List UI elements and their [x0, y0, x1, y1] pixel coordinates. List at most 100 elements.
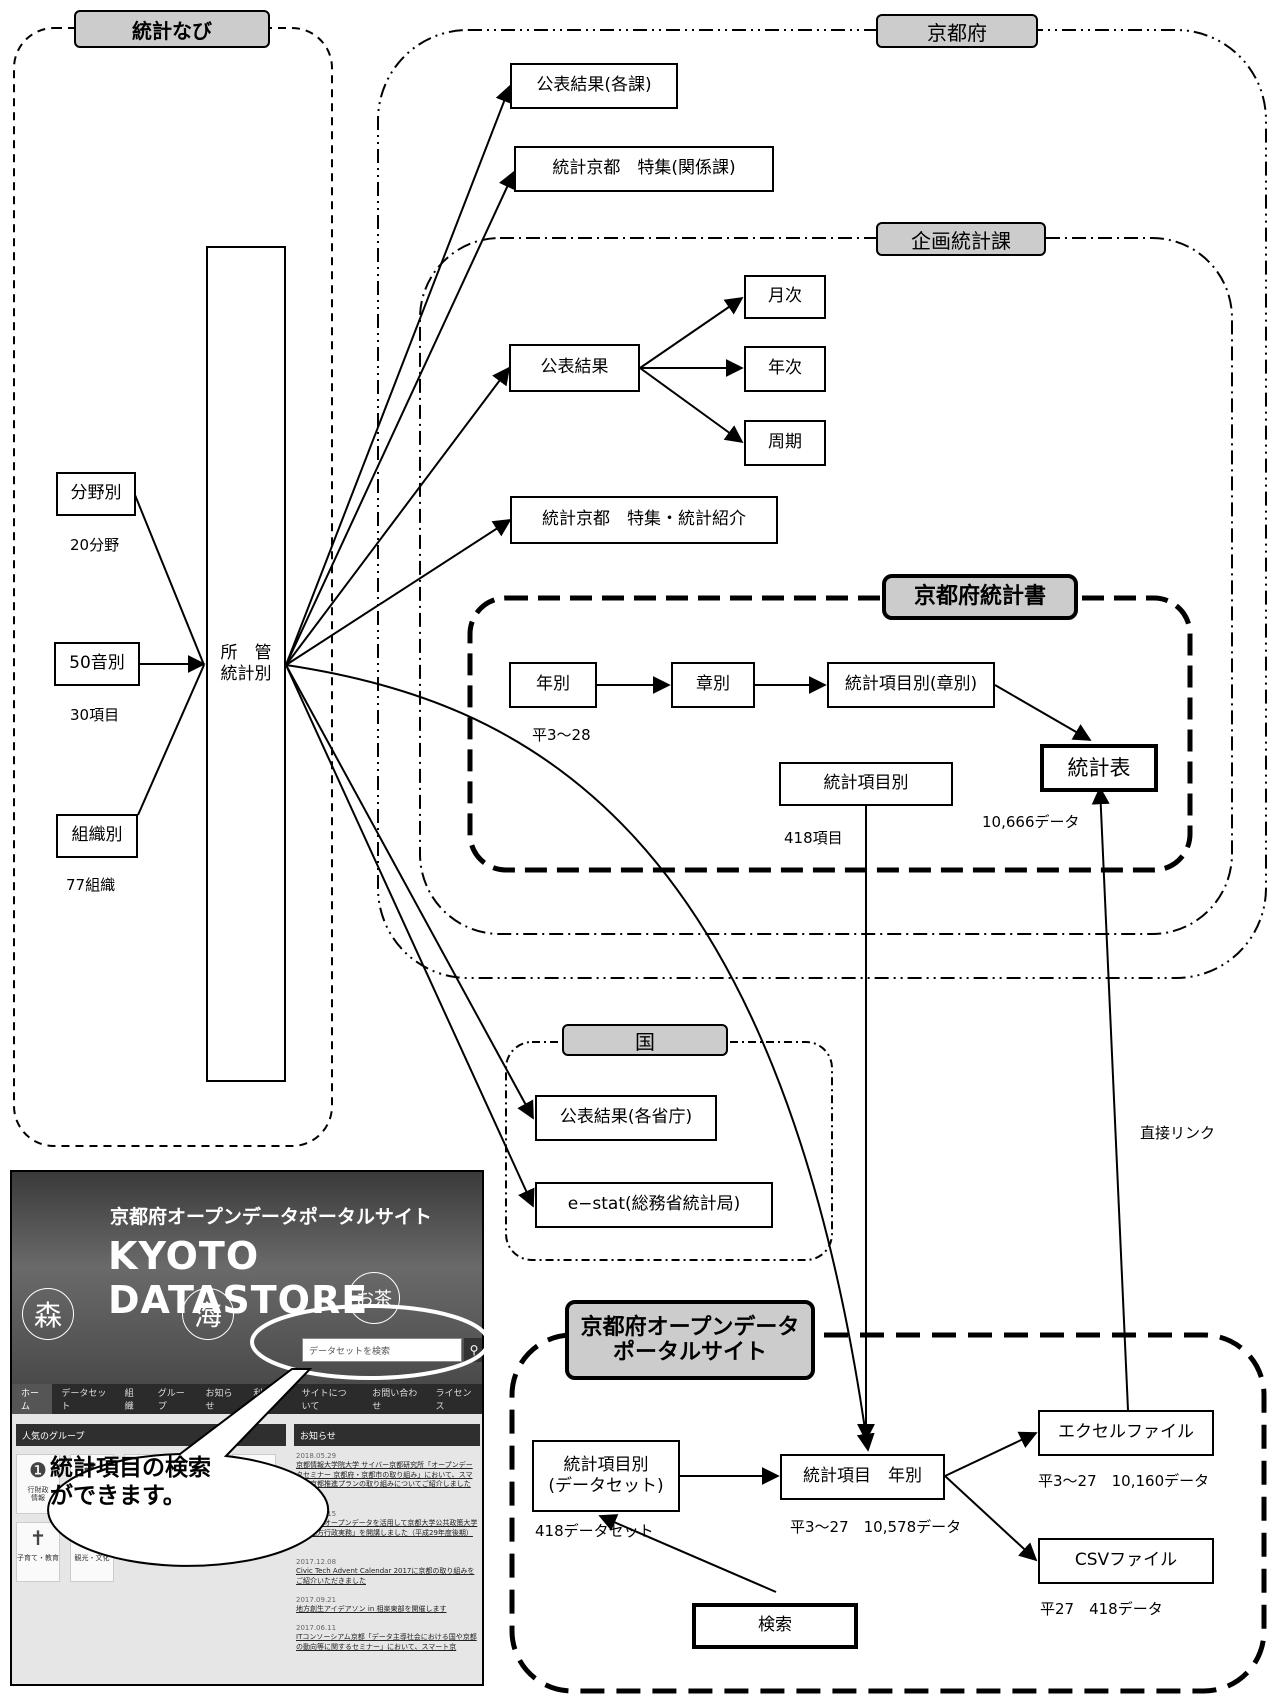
results-each-box[interactable]: 公表結果(各課) — [510, 63, 678, 109]
link-stat-to-intro — [285, 519, 512, 666]
kyoto-pref-tag: 京都府 — [876, 14, 1038, 48]
circle-tea: お茶 — [348, 1272, 400, 1324]
item-dataset-box[interactable]: 統計項目別 (データセット) — [532, 1440, 680, 1512]
by-field-count: 20分野 — [70, 536, 120, 554]
news-text: 京都情報大学院大学 サイバー京都研究所「オープンデータセミナー 京都府・京都市の… — [296, 1461, 473, 1489]
link-search-to-dataset — [598, 1514, 777, 1593]
news-text: 京都府のオープンデータを活用して京都大学公共政策大学院「地方行政実務」を開講しま… — [296, 1519, 478, 1537]
excel-count: 平3～27 10,160データ — [1038, 1472, 1210, 1490]
periodic-box[interactable]: 周期 — [744, 420, 826, 466]
portal-region-outline — [509, 1332, 1267, 1694]
yearbook-region-outline — [467, 595, 1193, 873]
by-item-chapter-box[interactable]: 統計項目別(章別) — [827, 662, 995, 708]
group-tile[interactable]: ◉ 観光・文化 — [70, 1522, 114, 1582]
planning-div-tag: 企画統計課 — [876, 222, 1046, 256]
stat-table-box[interactable]: 統計表 — [1040, 744, 1158, 792]
screenshot-nav-item[interactable]: サイトについて — [301, 1389, 347, 1412]
tokei-kyoto-feature-box[interactable]: 統計京都 特集(関係課) — [514, 146, 774, 192]
group-icon: ✝ — [29, 1526, 47, 1550]
groups-panel-head: 人気のグループ — [16, 1424, 286, 1446]
news-text: 地方創生アイデアソン in 相楽東部を開催します — [296, 1605, 447, 1614]
by-year-box[interactable]: 年別 — [509, 662, 597, 708]
link-results-to-monthly — [639, 296, 744, 369]
group-label: 行財政 情報 — [27, 1486, 49, 1503]
screenshot-nav-item[interactable]: グループ — [157, 1389, 185, 1412]
link-results-to-periodic — [639, 367, 744, 444]
link-item-year-to-csv — [944, 1475, 1038, 1562]
screenshot-title-jp: 京都府オープンデータポータルサイト — [110, 1206, 432, 1228]
news-text: ITコンソーシアム京都「データ主導社会における国や京都の動向等に関するセミナー」… — [296, 1633, 477, 1651]
search-box[interactable]: 検索 — [692, 1603, 858, 1649]
results-ministries-box[interactable]: 公表結果(各省庁) — [535, 1095, 717, 1141]
csv-count: 平27 418データ — [1040, 1600, 1163, 1618]
screenshot-nav-item[interactable]: ライセンス — [435, 1389, 472, 1412]
screenshot-nav-item[interactable]: お問い合わせ — [372, 1389, 418, 1412]
news-date: 2017.06.11 — [296, 1624, 337, 1632]
planning-results-box[interactable]: 公表結果 — [509, 344, 640, 392]
by-year-range: 平3～28 — [532, 726, 591, 744]
by-stat-box[interactable]: 所 管 統計別 — [206, 246, 286, 1082]
news-panel-head: お知らせ — [294, 1424, 480, 1446]
screenshot-nav-item[interactable]: お知らせ — [205, 1389, 233, 1412]
navi-tag: 統計なび — [74, 10, 270, 48]
circle-forest: 森 — [22, 1288, 74, 1340]
annual-box[interactable]: 年次 — [744, 346, 826, 392]
planning-div-region-outline — [419, 237, 1233, 935]
screenshot-hero: 京都府オープンデータポータルサイト KYOTO DATASTORE 森 海 お茶… — [12, 1172, 482, 1384]
by-field-box[interactable]: 分野別 — [56, 472, 136, 516]
yearbook-tag: 京都府統計書 — [882, 574, 1078, 620]
item-by-year-box[interactable]: 統計項目 年別 — [780, 1454, 945, 1500]
item-by-year-count: 平3～27 10,578データ — [790, 1518, 962, 1536]
country-tag: 国 — [562, 1024, 728, 1056]
item-dataset-count: 418データセット — [535, 1522, 654, 1540]
link-stat-to-feature — [285, 170, 516, 666]
group-icon: ◉ — [83, 1526, 101, 1550]
by-item-count: 418項目 — [784, 829, 843, 847]
by-org-count: 77組織 — [66, 876, 116, 894]
screenshot-nav-item[interactable]: データセット — [61, 1389, 107, 1412]
link-org-to-stat — [137, 664, 205, 816]
link-excel-to-table — [1091, 786, 1129, 1411]
tokei-kyoto-intro-box[interactable]: 統計京都 特集・統計紹介 — [510, 496, 778, 544]
circle-sea: 海 — [182, 1288, 234, 1340]
kyoto-pref-region-outline — [377, 29, 1267, 979]
group-label: 子育て・教育 — [17, 1554, 59, 1562]
portal-tag: 京都府オープンデータ ポータルサイト — [565, 1300, 815, 1380]
by-item-box[interactable]: 統計項目別 — [779, 762, 953, 806]
screenshot-search-input[interactable]: データセットを検索 — [302, 1338, 462, 1362]
group-icon: ❶ — [29, 1458, 47, 1482]
link-item-chapter-to-table — [994, 684, 1092, 741]
link-stat-to-planning-results — [285, 366, 511, 666]
group-label: 観光・文化 — [74, 1554, 110, 1562]
screenshot-nav-item[interactable]: 組織 — [124, 1389, 134, 1412]
link-stat-to-estat — [285, 664, 535, 1208]
screenshot-nav-item[interactable]: 利用規約 — [253, 1389, 281, 1412]
link-stat-to-results-each — [285, 84, 513, 666]
link-stat-to-ministries — [285, 664, 534, 1120]
by-chapter-box[interactable]: 章別 — [671, 662, 755, 708]
by-kana-count: 30項目 — [70, 706, 120, 724]
direct-link-label: 直接リンク — [1140, 1124, 1216, 1142]
by-org-box[interactable]: 組織別 — [56, 814, 138, 858]
news-date: 2017.09.21 — [296, 1596, 337, 1604]
group-tile[interactable]: ✝ 子育て・教育 — [16, 1522, 60, 1582]
callout-text: 統計項目の検索 ができます。 — [50, 1455, 211, 1509]
screenshot-title-en: KYOTO DATASTORE — [108, 1234, 369, 1322]
excel-file-box[interactable]: エクセルファイル — [1038, 1410, 1214, 1456]
datastore-screenshot: 京都府オープンデータポータルサイト KYOTO DATASTORE 森 海 お茶… — [10, 1170, 484, 1686]
screenshot-search-icon[interactable]: ⚲ — [464, 1338, 482, 1362]
screenshot-nav-item[interactable]: ホーム — [12, 1384, 53, 1414]
news-text: Civic Tech Advent Calendar 2017に京都の取り組みを… — [296, 1567, 475, 1585]
by-kana-box[interactable]: 50音別 — [54, 642, 140, 686]
screenshot-navbar: ホーム データセット 組織 グループ お知らせ 利用規約 サイトについて お問い… — [12, 1384, 482, 1414]
monthly-box[interactable]: 月次 — [744, 275, 826, 319]
estat-box[interactable]: e−stat(総務省統計局) — [535, 1182, 773, 1228]
csv-file-box[interactable]: CSVファイル — [1038, 1538, 1214, 1584]
stat-table-count: 10,666データ — [982, 813, 1080, 831]
link-item-year-to-excel — [944, 1431, 1038, 1477]
